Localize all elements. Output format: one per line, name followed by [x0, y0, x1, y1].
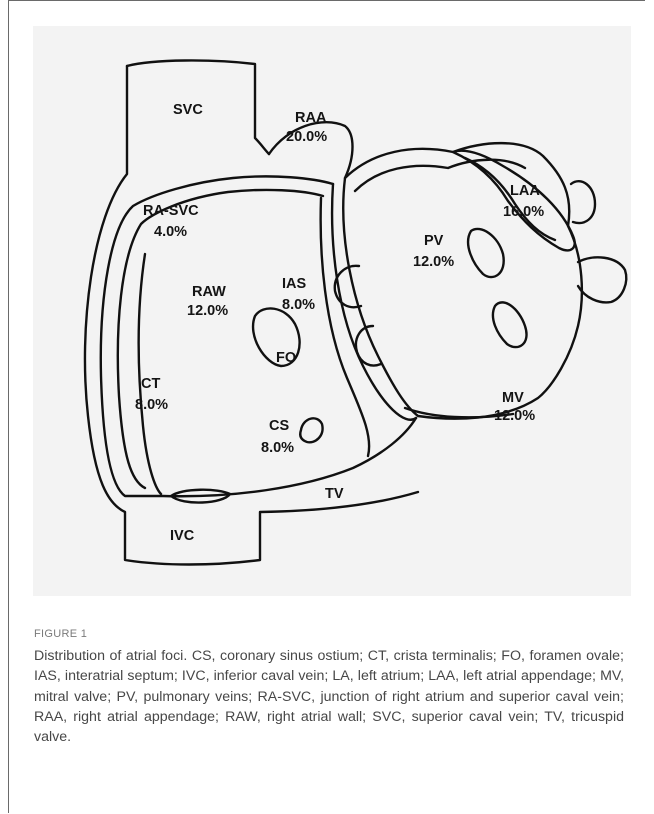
label-pv-pct: 12.0% [413, 254, 454, 270]
label-ra-svc-pct: 4.0% [154, 224, 187, 240]
label-raa: RAA [295, 110, 327, 126]
label-cs-pct: 8.0% [261, 440, 294, 456]
label-raw: RAW [192, 284, 226, 300]
label-cs: CS [269, 418, 289, 434]
pv-stub-1 [571, 181, 595, 223]
label-ct-pct: 8.0% [135, 397, 168, 413]
figure-label: FIGURE 1 [34, 628, 624, 640]
label-fo: FO [276, 350, 296, 366]
left-atrium-outer [343, 143, 582, 419]
label-ct: CT [141, 376, 160, 392]
label-laa-pct: 16.0% [503, 204, 544, 220]
label-raa-pct: 20.0% [286, 129, 327, 145]
septum-curve [332, 184, 416, 420]
cs-oval [300, 418, 322, 442]
label-raw-pct: 12.0% [187, 303, 228, 319]
label-ivc: IVC [170, 528, 195, 544]
right-atrium-outer [85, 66, 418, 565]
atrial-foci-diagram: SVC RAA 20.0% RA-SVC 4.0% LAA 16.0% PV 1… [33, 26, 631, 596]
pv-oval-2 [493, 302, 527, 347]
crista-terminalis-line [139, 254, 161, 494]
label-ra-svc: RA-SVC [143, 203, 199, 219]
pv-oval-1 [468, 229, 504, 277]
label-svc: SVC [173, 102, 203, 118]
label-ias: IAS [282, 276, 307, 292]
label-tv: TV [325, 486, 344, 502]
figure-caption: FIGURE 1 Distribution of atrial foci. CS… [34, 628, 624, 747]
label-ias-pct: 8.0% [282, 297, 315, 313]
pv-stub-2 [578, 257, 626, 302]
label-mv: MV [502, 390, 524, 406]
label-mv-pct: 12.0% [494, 408, 535, 424]
caption-text: Distribution of atrial foci. CS, coronar… [34, 646, 624, 747]
heart-drawing: SVC RAA 20.0% RA-SVC 4.0% LAA 16.0% PV 1… [33, 26, 631, 596]
label-laa: LAA [510, 183, 540, 199]
label-pv: PV [424, 233, 444, 249]
